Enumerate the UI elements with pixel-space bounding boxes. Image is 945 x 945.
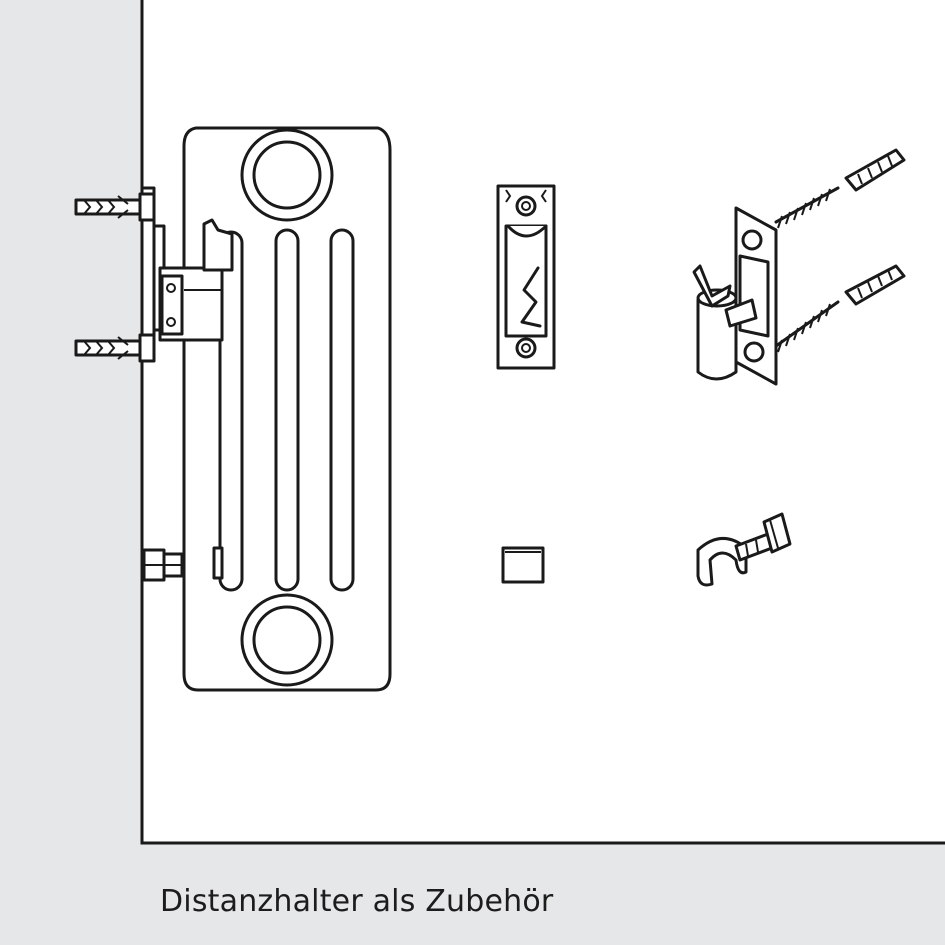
spacer-cap [501,546,545,584]
radiator-side-view [182,126,392,692]
clamp-with-bolt [696,512,792,587]
wall-dowel-lower [74,333,156,363]
wall-dowel-upper [74,192,156,222]
mounting-plate [496,184,556,370]
caption: Distanzhalter als Zubehör [160,884,554,919]
wall-bracket-mounted [140,186,234,342]
bracket-with-screws [692,148,906,386]
spacer-mounted [142,546,224,582]
